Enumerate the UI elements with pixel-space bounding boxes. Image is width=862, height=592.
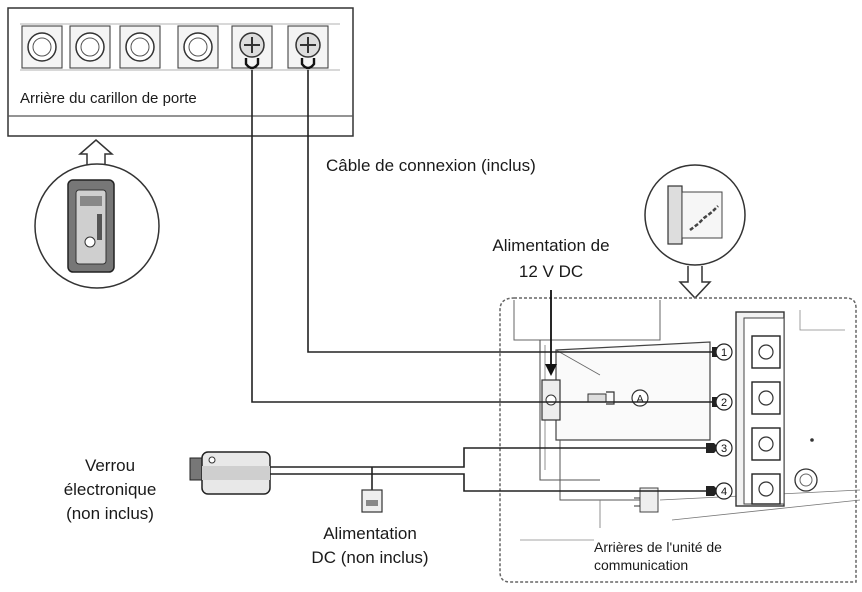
- lock-label: Verrou électronique (non inclus): [40, 454, 180, 526]
- monitor-side-inset: [644, 164, 746, 266]
- down-arrow-icon: [678, 266, 712, 300]
- lock-line3: (non inclus): [66, 504, 154, 523]
- terminal-socket-2: [751, 381, 781, 415]
- wire-chime-to-terminal-1: [307, 70, 716, 353]
- terminal-number-2: 2: [721, 397, 727, 409]
- terminal-socket-4: [751, 473, 781, 505]
- cable-label: Câble de connexion (inclus): [326, 156, 536, 175]
- dc-power-line2: DC (non inclus): [311, 548, 429, 567]
- chime-screw-terminal-2: [287, 25, 329, 70]
- chime-terminal-blank-3: [119, 25, 161, 69]
- door-camera-inset: [34, 163, 160, 289]
- chime-terminal-blank-4: [177, 25, 219, 69]
- chime-terminal-blank-2: [69, 25, 111, 69]
- up-arrow-icon: [78, 139, 114, 168]
- power-12v-line1: Alimentation de: [492, 236, 610, 255]
- communication-unit-panel: A: [499, 297, 861, 583]
- terminal-number-3: 3: [721, 443, 727, 455]
- dc-power-line1: Alimentation: [323, 524, 417, 543]
- chime-back-label: Arrière du carillon de porte: [20, 90, 197, 107]
- chime-terminal-blank-1: [21, 25, 63, 69]
- dc-power-connector: [361, 489, 383, 513]
- door-chime-panel: [7, 7, 354, 137]
- wire-lug-1: 1: [712, 343, 733, 361]
- unit-back-line1: Arrières de l'unité de: [594, 539, 722, 555]
- marker-a: A: [636, 394, 644, 406]
- wire-lock-b: [270, 473, 716, 492]
- terminal-socket-3: [751, 427, 781, 461]
- terminal-number-4: 4: [721, 486, 727, 498]
- wire-lock-a: [270, 447, 716, 468]
- power-12v-label: Alimentation de 12 V DC: [466, 234, 636, 284]
- terminal-socket-1: [751, 335, 781, 369]
- electronic-lock: [189, 451, 271, 495]
- wire-lug-4: 4: [706, 482, 733, 500]
- wire-chime-to-terminal-2: [251, 70, 716, 403]
- unit-back-line2: communication: [594, 557, 689, 573]
- wire-lug-2: 2: [712, 393, 733, 411]
- chime-screw-terminal-1: [231, 25, 273, 70]
- dc-power-label: Alimentation DC (non inclus): [290, 522, 450, 570]
- lock-line2: électronique: [63, 480, 157, 499]
- terminal-number-1: 1: [721, 347, 727, 359]
- unit-back-label: Arrières de l'unité de communication: [594, 538, 722, 574]
- lock-line1: Verrou: [84, 456, 136, 475]
- power-12v-line2: 12 V DC: [518, 262, 584, 281]
